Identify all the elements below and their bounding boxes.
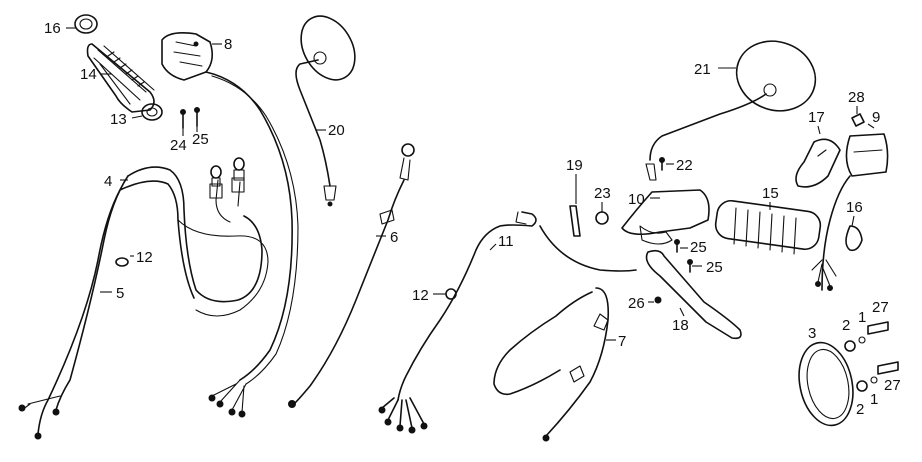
bolt-26 bbox=[654, 296, 662, 304]
callout-22: 22 bbox=[676, 157, 693, 174]
cable-clamp-right bbox=[445, 288, 457, 300]
switch-harness-right bbox=[821, 175, 851, 291]
callout-12-left: 12 bbox=[136, 249, 153, 266]
callout-1-upper: 1 bbox=[858, 309, 866, 326]
callout-4: 4 bbox=[104, 173, 112, 190]
screw-28 bbox=[851, 113, 865, 127]
callout-25-left: 25 bbox=[192, 131, 209, 148]
grip-end-ring-left bbox=[74, 14, 98, 34]
callout-27-upper: 27 bbox=[872, 299, 889, 316]
callout-8: 8 bbox=[224, 36, 232, 53]
callout-2-lower: 2 bbox=[856, 401, 864, 418]
headlight-rim-3 bbox=[798, 341, 854, 427]
callout-25-right-a: 25 bbox=[690, 239, 707, 256]
grip-cap-left bbox=[141, 103, 163, 121]
leader-lines bbox=[66, 27, 875, 341]
callout-25-right-b: 25 bbox=[706, 259, 723, 276]
callout-11: 11 bbox=[498, 233, 514, 250]
mirror-left bbox=[295, 15, 356, 207]
callout-3: 3 bbox=[808, 325, 816, 342]
cable-clamp-left bbox=[115, 257, 129, 267]
switch-housing-9 bbox=[845, 133, 889, 177]
screw-25-right-a bbox=[674, 239, 680, 253]
switch-harness-left-inner bbox=[211, 75, 299, 385]
screw-27-upper bbox=[867, 321, 889, 335]
grip-right bbox=[714, 199, 822, 255]
callout-1-lower: 1 bbox=[870, 391, 878, 408]
callout-18: 18 bbox=[672, 317, 689, 334]
callout-6: 6 bbox=[390, 229, 398, 246]
harness-right-connectors bbox=[811, 259, 837, 291]
mirror-stem-right bbox=[645, 163, 657, 181]
screw-27-lower bbox=[877, 361, 899, 375]
brake-switch-7 bbox=[493, 287, 610, 442]
throttle-cables bbox=[18, 166, 269, 440]
callout-16-right: 16 bbox=[846, 199, 863, 216]
callout-16-left: 16 bbox=[44, 20, 61, 37]
mirror-right bbox=[649, 40, 817, 161]
callout-5: 5 bbox=[116, 285, 124, 302]
screw-24 bbox=[180, 109, 186, 129]
clutch-cable bbox=[288, 143, 415, 408]
pivot-bolt-19 bbox=[569, 205, 581, 237]
washer-1-lower bbox=[870, 376, 878, 384]
callout-27-lower: 27 bbox=[884, 377, 901, 394]
grip-left bbox=[86, 43, 155, 113]
switch-housing-left bbox=[161, 32, 214, 81]
brake-lever-18 bbox=[645, 249, 742, 340]
callout-19: 19 bbox=[566, 157, 583, 174]
cable-end-fittings-left bbox=[210, 157, 245, 187]
callout-23: 23 bbox=[594, 185, 611, 202]
callout-17: 17 bbox=[808, 109, 825, 126]
callout-10: 10 bbox=[628, 191, 645, 208]
mirror-bolt-22 bbox=[659, 157, 665, 171]
callout-28: 28 bbox=[848, 89, 865, 106]
callout-24: 24 bbox=[170, 137, 187, 154]
nut-2-upper bbox=[844, 340, 856, 352]
washer-1-upper bbox=[858, 336, 866, 344]
screw-25-left bbox=[194, 107, 200, 127]
callout-9: 9 bbox=[872, 109, 880, 126]
callout-2-upper: 2 bbox=[842, 317, 850, 334]
callout-15: 15 bbox=[762, 185, 779, 202]
switch-housing-17 bbox=[795, 138, 841, 188]
harness-left-connectors bbox=[208, 379, 247, 418]
callout-14: 14 bbox=[80, 66, 97, 83]
nut-2-lower bbox=[856, 380, 868, 392]
callout-13: 13 bbox=[110, 111, 127, 128]
lever-bracket-10 bbox=[621, 189, 710, 245]
callout-12-right: 12 bbox=[412, 287, 429, 304]
screw-25-right-b bbox=[687, 259, 693, 273]
switch-harness-left bbox=[205, 71, 293, 381]
harness-11-connectors bbox=[378, 397, 428, 434]
callout-labels: 16 14 13 8 24 25 20 4 12 5 6 21 28 9 17 … bbox=[44, 20, 901, 418]
callout-7: 7 bbox=[618, 333, 626, 350]
callout-20: 20 bbox=[328, 122, 345, 139]
grip-end-ring-right bbox=[845, 225, 863, 252]
callout-26: 26 bbox=[628, 295, 645, 312]
nut-23 bbox=[595, 211, 609, 225]
brake-switch-cable-11 bbox=[397, 211, 637, 401]
callout-21: 21 bbox=[694, 61, 711, 78]
